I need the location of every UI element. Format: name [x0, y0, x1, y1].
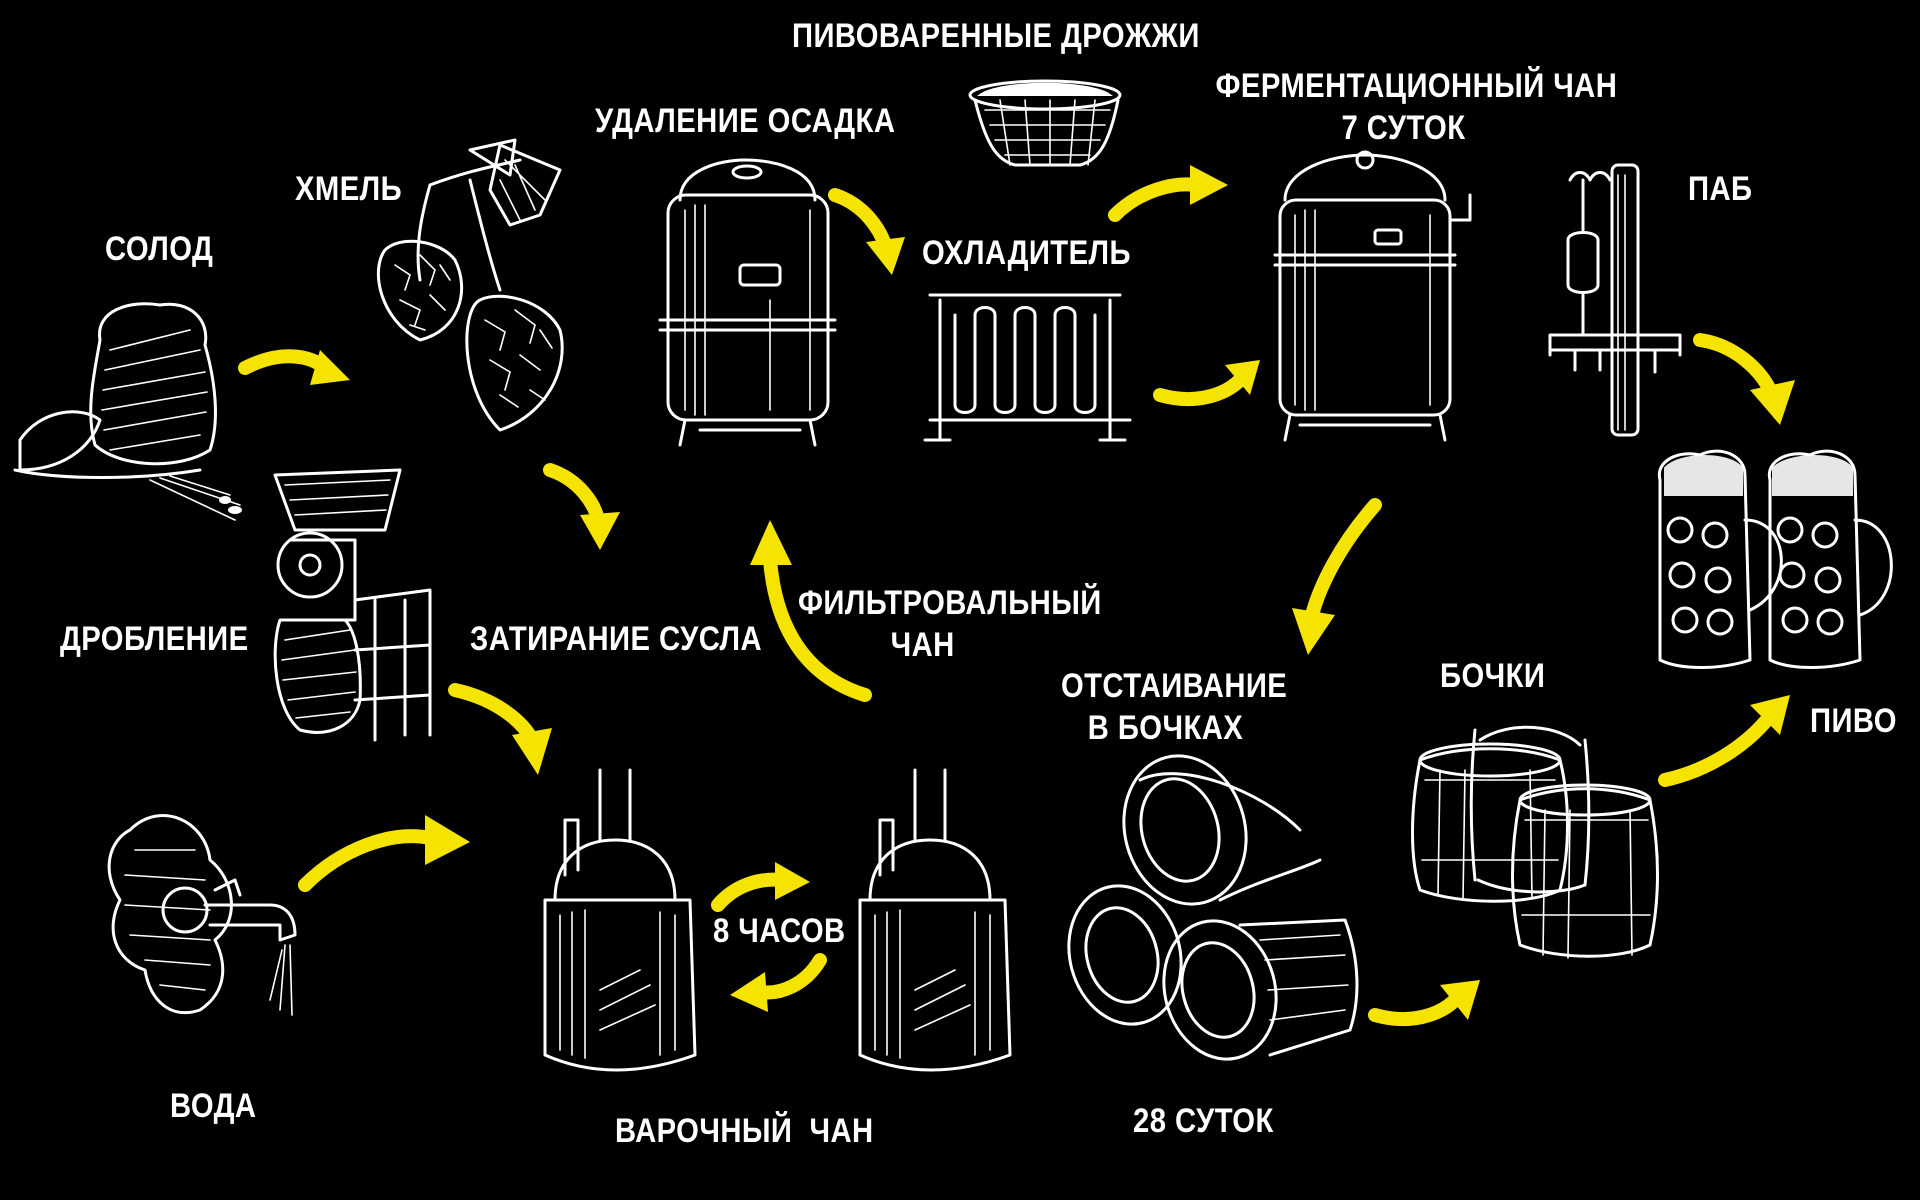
label-filter-tank-line2: ЧАН — [890, 626, 955, 664]
label-sediment-removal: УДАЛЕНИЕ ОСАДКА — [595, 102, 896, 140]
hops-icon — [376, 138, 564, 432]
arrow-yeast-to-fermenter — [1108, 165, 1228, 222]
label-hops: ХМЕЛЬ — [295, 170, 403, 208]
label-water: ВОДА — [170, 1087, 257, 1125]
lauter-tank-icon — [658, 158, 837, 447]
water-tap-icon — [107, 814, 297, 1016]
label-fermentation-tank: ФЕРМЕНТАЦИОННЫЙ ЧАН 7 СУТОК — [1210, 65, 1623, 149]
label-mashing: ЗАТИРАНИЕ СУСЛА — [470, 620, 763, 658]
malt-sack-icon — [13, 302, 242, 521]
label-barrels: БОЧКИ — [1440, 657, 1546, 695]
arrow-kettle-to-kettle-top — [711, 862, 810, 912]
arrow-kettle-to-filter — [750, 520, 872, 702]
arrow-hops-to-mashing — [543, 463, 620, 550]
grain-mill-icon — [273, 468, 432, 742]
label-barrel-settling-line2: В БОЧКАХ — [1087, 709, 1244, 747]
arrow-lauter-to-cooler — [828, 188, 905, 275]
barrels-icon — [1411, 725, 1659, 959]
arrow-kettle-to-kettle-bottom — [730, 953, 827, 1012]
barrel-stack-icon — [1067, 754, 1359, 1061]
label-fermentation-tank-line1: ФЕРМЕНТАЦИОННЫЙ ЧАН — [1215, 67, 1618, 105]
arrow-cooler-to-fermenter — [1153, 360, 1260, 407]
label-filter-tank-line1: ФИЛЬТРОВАЛЬНЫЙ — [798, 584, 1102, 622]
label-pub: ПАБ — [1688, 170, 1753, 208]
arrow-fermenter-to-settling — [1292, 498, 1382, 655]
label-beer: ПИВО — [1810, 702, 1897, 740]
label-barrel-settling-line1: ОТСТАИВАНИЕ — [1060, 667, 1288, 705]
label-filter-tank: ФИЛЬТРОВАЛЬНЫЙ ЧАН — [798, 582, 1102, 666]
label-brewing-yeast: ПИВОВАРЕННЫЕ ДРОЖЖИ — [792, 17, 1200, 55]
brew-kettle-icon — [543, 768, 1012, 1072]
arrow-water-to-kettle — [298, 815, 470, 892]
arrow-barrels-to-beer — [1658, 695, 1790, 787]
beer-mugs-icon — [1657, 449, 1893, 669]
label-twenty-eight-days: 28 СУТОК — [1133, 1102, 1274, 1140]
beer-tap-column-icon — [1548, 163, 1682, 437]
arrow-settling-to-barrels — [1368, 980, 1480, 1027]
yeast-basket-icon — [968, 79, 1122, 167]
label-crushing: ДРОБЛЕНИЕ — [60, 620, 249, 658]
label-cooler: ОХЛАДИТЕЛЬ — [922, 234, 1131, 272]
label-malt: СОЛОД — [105, 230, 214, 268]
fermentation-tank-icon — [1273, 150, 1472, 442]
label-fermentation-tank-line2: 7 СУТОК — [1341, 109, 1466, 147]
label-brewing-tank: ВАРОЧНЫЙ ЧАН — [615, 1112, 874, 1150]
flow-arrows — [238, 165, 1795, 1027]
label-barrel-settling: ОТСТАИВАНИЕ В БОЧКАХ — [1058, 665, 1290, 749]
arrow-mashing-to-kettle — [448, 683, 552, 775]
cooler-coil-icon — [923, 293, 1132, 442]
arrow-malt-to-hops — [238, 349, 350, 385]
label-eight-hours: 8 ЧАСОВ — [713, 912, 846, 950]
arrow-pub-to-beer — [1693, 333, 1795, 425]
